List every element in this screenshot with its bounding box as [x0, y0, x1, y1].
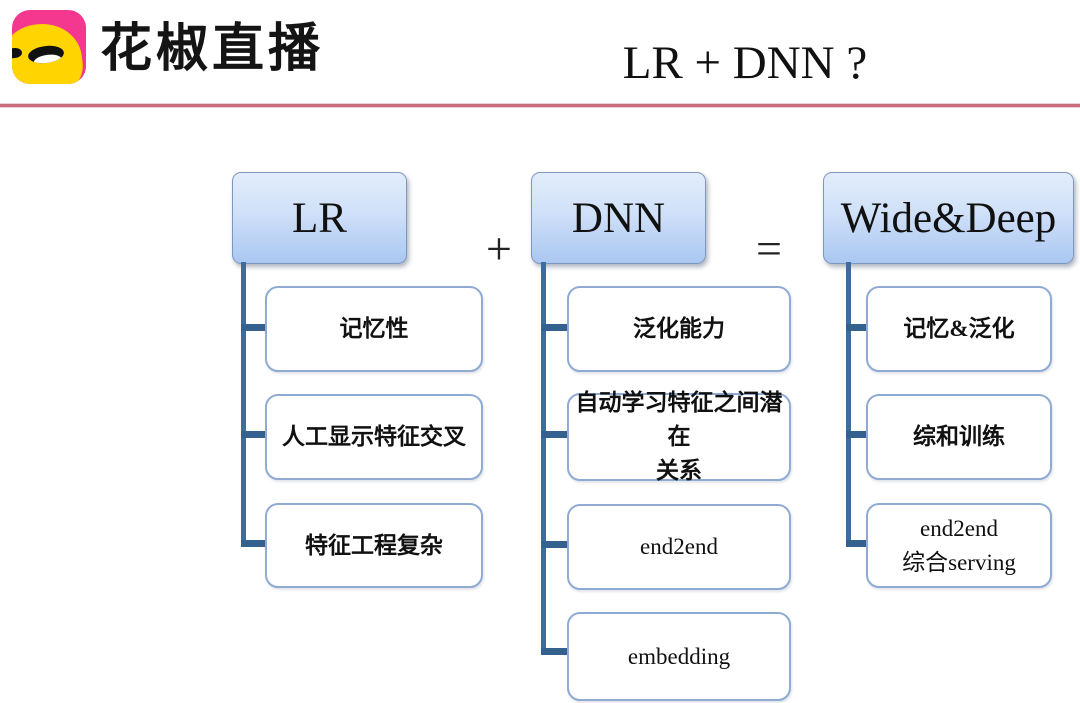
connector-stub [241, 431, 267, 438]
connector-stub [241, 540, 267, 547]
child-node: 泛化能力 [567, 286, 791, 372]
equals-operator: = [756, 223, 782, 274]
connector-line [541, 262, 546, 653]
connector-stub [846, 431, 868, 438]
plus-operator: + [486, 223, 512, 274]
huajiao-bird-icon [12, 10, 86, 84]
connector-line [846, 262, 851, 545]
child-node: end2end 综合serving [866, 503, 1052, 588]
connector-stub [541, 431, 567, 438]
child-node: 自动学习特征之间潜在 关系 [567, 390, 791, 483]
connector-stub [241, 324, 267, 331]
child-node: 记忆&泛化 [866, 286, 1052, 372]
child-node: 特征工程复杂 [265, 503, 483, 588]
connector-stub [541, 541, 567, 548]
child-node: 综和训练 [866, 394, 1052, 480]
child-node: 记忆性 [265, 286, 483, 372]
brand-wordmark: 花椒直播 [100, 20, 325, 78]
connector-line [241, 262, 246, 545]
header-divider [0, 104, 1080, 107]
slide-title: LR + DNN ? [622, 37, 868, 89]
connector-stub [541, 648, 567, 655]
connector-stub [846, 540, 868, 547]
connector-stub [846, 324, 868, 331]
parent-node-lr: LR [232, 172, 407, 264]
child-node: 人工显示特征交叉 [265, 394, 483, 480]
parent-node-widedeep: Wide&Deep [823, 172, 1074, 264]
child-node: end2end [567, 504, 791, 590]
parent-node-dnn: DNN [531, 172, 706, 264]
child-node: embedding [567, 612, 791, 701]
connector-stub [541, 324, 567, 331]
